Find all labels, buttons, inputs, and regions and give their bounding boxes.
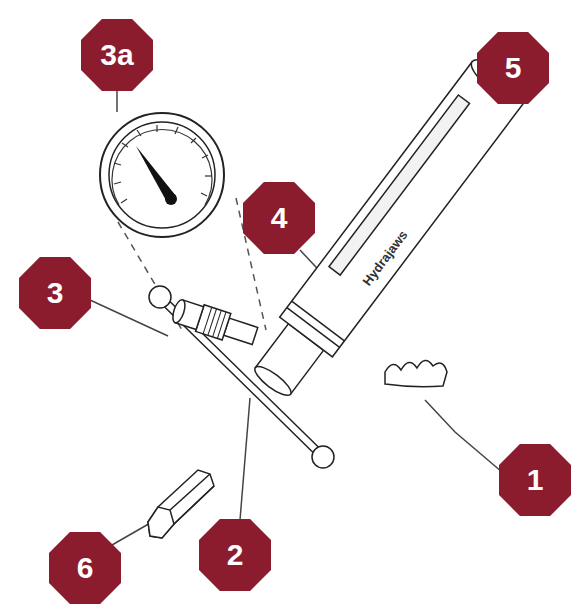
callout-octagon: 3 xyxy=(19,257,91,329)
gauge-needle xyxy=(136,146,176,204)
callout-number: 3 xyxy=(47,278,64,308)
callout-octagon: 3a xyxy=(81,19,153,91)
handle-ball xyxy=(149,286,171,308)
gauge-face xyxy=(109,122,215,228)
callout-octagon: 6 xyxy=(49,532,121,604)
callout-octagon: 5 xyxy=(477,32,549,104)
callout-octagon: 1 xyxy=(499,444,571,516)
hex-end xyxy=(148,507,174,538)
octagon-fill xyxy=(199,519,271,591)
callout-number: 3a xyxy=(100,40,133,70)
callout-number: 5 xyxy=(505,53,522,83)
pressure-gauge xyxy=(100,113,224,237)
octagon-fill xyxy=(49,532,121,604)
knurl-lines xyxy=(203,307,226,338)
callout-number: 6 xyxy=(77,553,94,583)
handle-ball xyxy=(312,446,334,468)
needle-hub xyxy=(165,193,177,205)
gauge-scale xyxy=(112,129,212,205)
valve-fitting xyxy=(170,296,259,349)
collar-ring xyxy=(287,308,340,348)
octagon-fill xyxy=(477,32,549,104)
callout-number: 4 xyxy=(271,203,288,233)
leader-line xyxy=(240,398,250,520)
gauge-ticks xyxy=(114,125,212,203)
callout-octagon: 2 xyxy=(199,519,271,591)
callout-octagon: 4 xyxy=(243,182,315,254)
main-cylinder xyxy=(280,62,525,357)
valve-cap-end xyxy=(170,298,187,324)
hex-edge xyxy=(174,486,214,524)
callout-number: 2 xyxy=(227,540,244,570)
octagon-fill xyxy=(499,444,571,516)
callout-number: 1 xyxy=(527,465,544,495)
hex-prism xyxy=(148,470,214,538)
valve-stem xyxy=(224,318,258,344)
octagon-fill xyxy=(19,257,91,329)
foot-claw xyxy=(385,360,447,386)
octagon-fill xyxy=(81,19,153,91)
hex-key xyxy=(148,470,214,538)
leader-line xyxy=(116,90,118,112)
gauge-bezel xyxy=(100,113,224,237)
tester-body xyxy=(242,52,532,406)
hex-edge xyxy=(170,474,210,510)
octagon-fill xyxy=(243,182,315,254)
leader-line xyxy=(112,522,152,545)
leader-line xyxy=(425,400,502,472)
base-end xyxy=(251,362,295,400)
collar-ring xyxy=(292,301,345,341)
